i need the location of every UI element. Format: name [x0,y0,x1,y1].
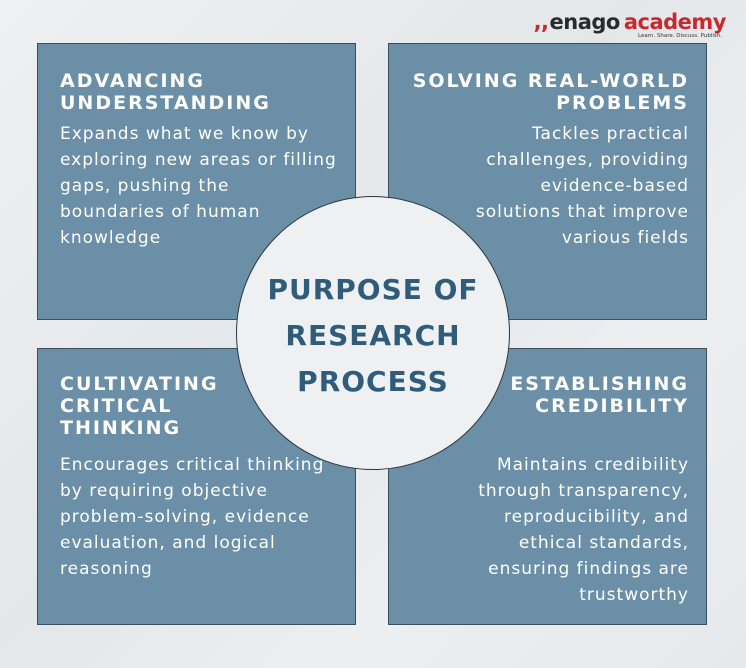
quadrant-solving-real-world-problems: SOLVING REAL-WORLD PROBLEMS Tackles prac… [388,43,707,320]
quadrant-description: Encourages critical thinking by requirin… [60,455,325,579]
quadrant-cultivating-critical-thinking: CULTIVATING CRITICAL THINKING Encourages… [37,348,356,625]
center-circle: PURPOSE OF RESEARCH PROCESS [236,196,510,470]
center-title: PURPOSE OF RESEARCH PROCESS [267,273,479,398]
quadrant-title: SOLVING REAL-WORLD PROBLEMS [412,70,689,114]
quadrant-title: CULTIVATING CRITICAL THINKING [60,373,219,439]
logo-mark: ,, [533,10,549,34]
logo-word-enago: enago [549,10,621,34]
logo-tagline: Learn. Share. Discuss. Publish. [638,33,722,39]
quadrant-advancing-understanding: ADVANCING UNDERSTANDING Expands what we … [37,43,356,320]
quadrant-title: ADVANCING UNDERSTANDING [60,70,271,114]
quadrant-description: Tackles practical challenges, providing … [475,124,689,248]
quadrant-description: Maintains credibility through transparen… [478,455,689,605]
logo-word-academy: academy [623,10,727,34]
quadrant-title: ESTABLISHING CREDIBILITY [510,373,689,417]
quadrant-description: Expands what we know by exploring new ar… [60,124,337,248]
